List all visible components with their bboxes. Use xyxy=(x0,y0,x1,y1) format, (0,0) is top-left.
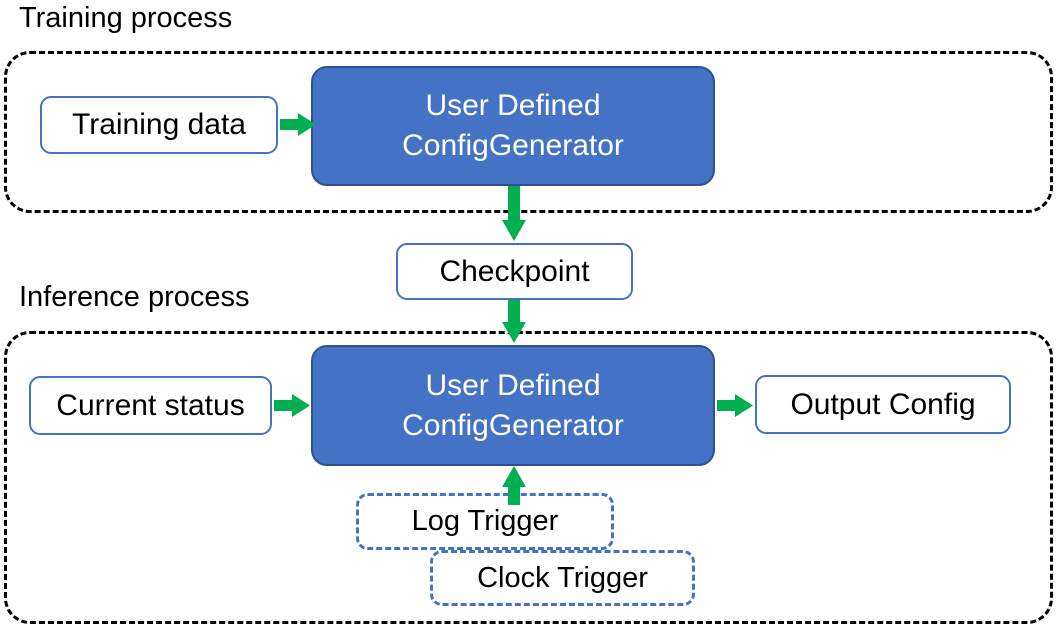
clock-trigger-box[interactable]: Clock Trigger xyxy=(430,550,695,606)
inference-config-generator-line1: User Defined xyxy=(425,368,601,402)
current-status-label: Current status xyxy=(56,388,245,422)
inference-config-generator-line2: ConfigGenerator xyxy=(402,408,624,442)
current-status-box[interactable]: Current status xyxy=(29,376,272,435)
training-process-container xyxy=(4,51,1053,213)
log-trigger-label: Log Trigger xyxy=(411,505,559,537)
training-process-label: Training process xyxy=(19,2,233,34)
training-data-box[interactable]: Training data xyxy=(40,96,278,154)
inference-process-label: Inference process xyxy=(19,281,250,313)
training-data-label: Training data xyxy=(72,108,246,141)
checkpoint-box[interactable]: Checkpoint xyxy=(396,243,633,300)
inference-process-container xyxy=(4,331,1053,624)
training-config-generator-line1: User Defined xyxy=(425,89,601,123)
training-config-generator-line2: ConfigGenerator xyxy=(402,129,624,162)
inference-config-generator-box[interactable]: User Defined ConfigGenerator xyxy=(311,345,715,466)
output-config-label: Output Config xyxy=(790,387,976,421)
output-config-box[interactable]: Output Config xyxy=(755,375,1011,434)
clock-trigger-label: Clock Trigger xyxy=(477,561,648,594)
checkpoint-label: Checkpoint xyxy=(439,254,590,288)
log-trigger-box[interactable]: Log Trigger xyxy=(356,493,614,550)
training-config-generator-box[interactable]: User Defined ConfigGenerator xyxy=(311,66,715,186)
